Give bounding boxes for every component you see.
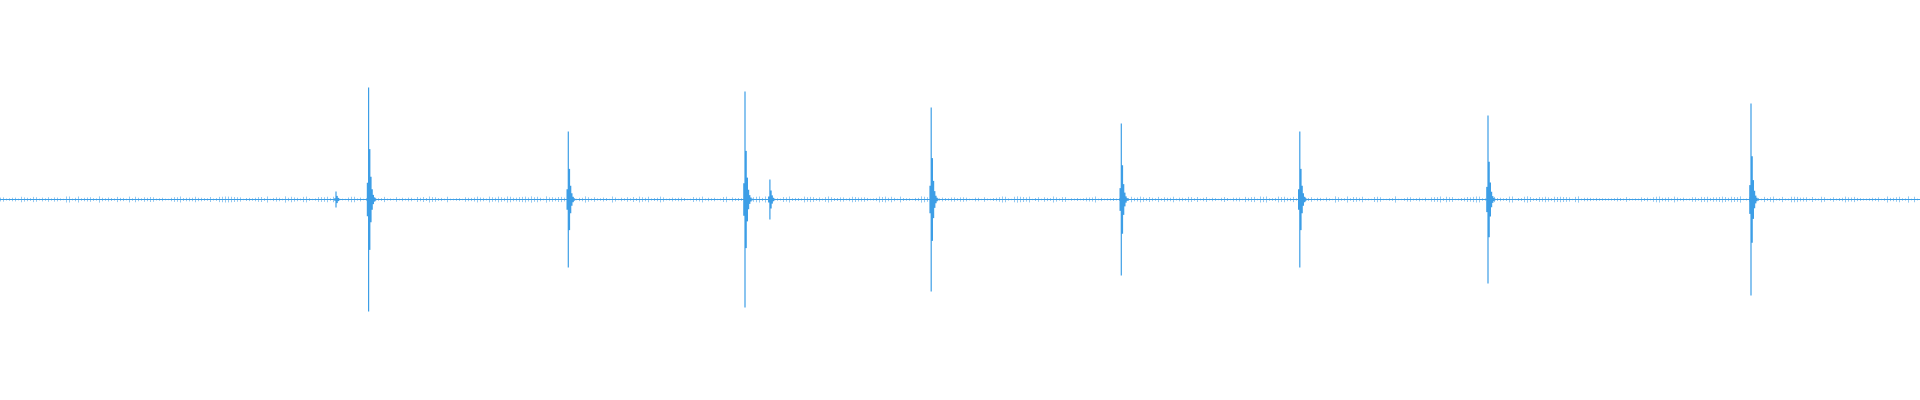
waveform-peak-4 [743,91,753,308]
waveform-peak-2 [366,87,377,312]
waveform-peak-8 [1298,131,1308,268]
waveform-peak-1 [334,191,344,208]
waveform-peak-6 [929,107,939,292]
waveform-peak-7 [1119,123,1130,276]
waveform-peaks [0,87,1918,312]
waveform-peak-5 [768,179,778,220]
waveform-peak-10 [1749,103,1759,296]
waveform-peak-3 [566,131,577,268]
waveform-peak-9 [1486,115,1496,284]
